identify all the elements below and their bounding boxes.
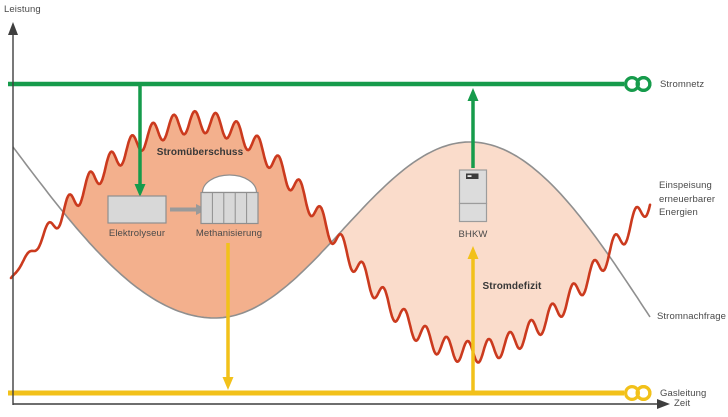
demand-curve-label: Stromnachfrage: [657, 311, 726, 322]
x-axis-label: Zeit: [674, 398, 691, 409]
axes: [8, 22, 670, 409]
methanation-to-gas-arrow: [222, 243, 234, 390]
electrolyzer-label: Elektrolyseur: [108, 228, 166, 239]
grid-connector-icon: [623, 75, 652, 92]
grid-to-electrolyzer-arrow: [134, 86, 146, 197]
methanation-label: Methanisierung: [195, 228, 263, 239]
chp-label: BHKW: [458, 229, 488, 240]
chp-to-grid-arrow: [467, 88, 479, 168]
renewables-curve: [9, 109, 652, 364]
gas-line-label: Gasleitung: [660, 388, 707, 399]
gas-to-chp-arrow: [467, 246, 479, 391]
renewables-curve-label: Einspeisung erneuerbarer Energien: [659, 180, 716, 218]
chp-icon: [458, 169, 488, 223]
deficit-label: Stromdefizit: [482, 281, 542, 292]
gas-connector-icon: [623, 385, 652, 402]
surplus-label: Stromüberschuss: [156, 147, 244, 158]
grid-line-label: Stromnetz: [660, 79, 705, 90]
methanation-icon: [200, 174, 259, 225]
y-axis-label: Leistung: [4, 4, 41, 15]
electrolyzer-icon: [107, 195, 167, 224]
